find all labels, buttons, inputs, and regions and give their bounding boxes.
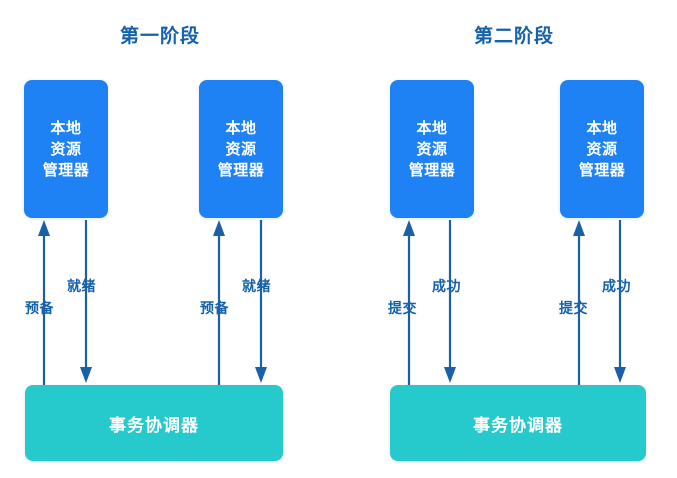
phase-2-edge-3-label: 提交 xyxy=(559,300,588,316)
phase-2-coordinator: 事务协调器 xyxy=(390,385,646,461)
phase-1-edge-2-label: 就绪 xyxy=(67,278,96,294)
phase-2-resource-manager-2: 本地 资源 管理器 xyxy=(560,80,644,218)
phase-2-resource-manager-2-label: 本地 资源 管理器 xyxy=(578,119,626,179)
phase-1-resource-manager-1: 本地 资源 管理器 xyxy=(24,80,108,218)
phase-2-edge-2-arrow-down xyxy=(444,220,456,383)
phase-2-resource-manager-1-label: 本地 资源 管理器 xyxy=(408,119,456,179)
phase-1-title: 第一阶段 xyxy=(119,26,200,47)
phase-1-edge-3-label: 预备 xyxy=(200,300,229,316)
phase-2-edge-4-arrow-down xyxy=(614,220,626,383)
phase-1-edge-2-arrow-down xyxy=(80,220,92,383)
phase-1-coordinator: 事务协调器 xyxy=(25,385,283,461)
phase-2-title: 第二阶段 xyxy=(473,26,554,47)
phase-2-edge-2-label: 成功 xyxy=(432,278,461,294)
phase-1-edge-4-label: 就绪 xyxy=(242,278,271,294)
phase-1-resource-manager-2: 本地 资源 管理器 xyxy=(199,80,283,218)
phase-2-edge-1-label: 提交 xyxy=(388,300,417,316)
phase-1-resource-manager-2-label: 本地 资源 管理器 xyxy=(217,119,265,179)
phase-1-resource-manager-1-label: 本地 资源 管理器 xyxy=(42,119,90,179)
phase-2-resource-manager-1: 本地 资源 管理器 xyxy=(390,80,474,218)
phase-1-edge-4-arrow-down xyxy=(255,220,267,383)
phase-2-edge-4-label: 成功 xyxy=(602,278,631,294)
phase-1-coordinator-label: 事务协调器 xyxy=(109,415,199,435)
phase-2-coordinator-label: 事务协调器 xyxy=(473,415,563,435)
phase-1-edge-1-label: 预备 xyxy=(25,300,54,316)
